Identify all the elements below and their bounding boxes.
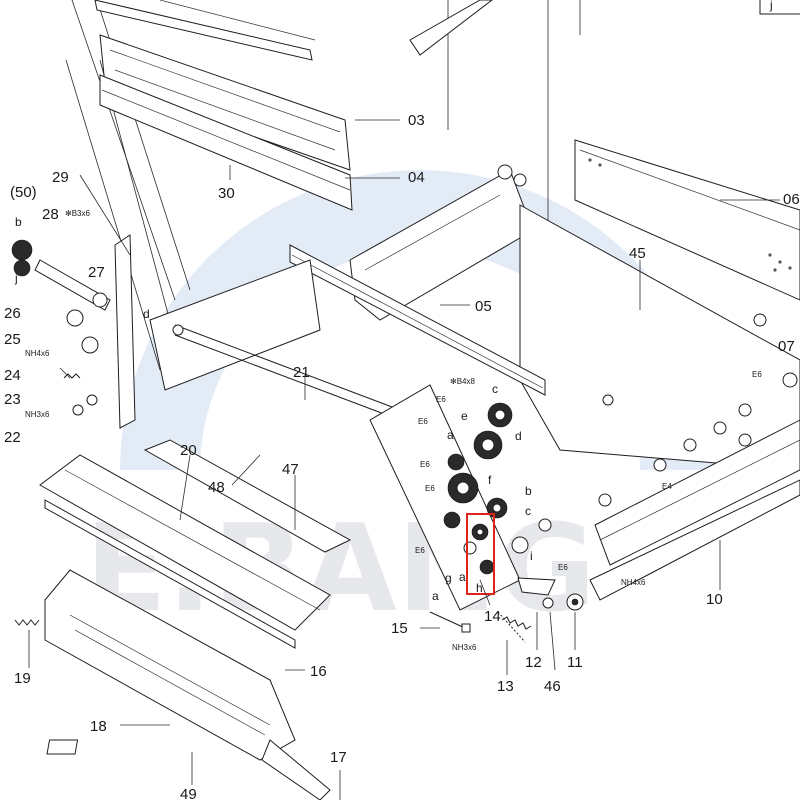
part-19-label: 19 [14,670,31,687]
rear-plate-06 [519,139,800,471]
springs-and-pins [14,611,532,633]
letter-a-low: a [459,570,466,584]
e-ring-e6-b: E6 [418,417,428,426]
gear-train [369,384,529,611]
top-rail-03-area [94,0,493,171]
screw-callouts: ✻B3x6 ✻B4x8 NH4x6 NH3x6 NH3x6 NH4x6 [25,209,646,652]
part-05-label: 05 [475,298,492,315]
part-18-label: 18 [90,718,107,735]
part-49-label: 49 [180,786,197,800]
e-ring-e6-d: E6 [425,484,435,493]
part-15-label: 15 [391,620,408,637]
part-47-label: 47 [282,461,299,478]
label-plate-49 [46,739,79,755]
part-23-label: 23 [4,391,21,408]
highlight-box [466,513,495,595]
letter-e: e [461,409,468,423]
screw-nh3x6-left: NH3x6 [25,410,50,419]
part-45-label: 45 [629,245,646,262]
part-29-label: 29 [52,169,69,186]
part-26-label: 26 [4,305,21,322]
part-number-labels: 03 04 05 06 07 10 11 12 13 14 15 16 17 1… [4,112,800,800]
part-48-label: 48 [208,479,225,496]
e-ring-callouts: E6 E6 E6 E6 E6 E6 E4 E6 [415,370,762,572]
part-12-label: 12 [525,654,542,671]
part-24-label: 24 [4,367,21,384]
e-ring-e6-e: E6 [415,546,425,555]
left-gear-stack [11,239,111,416]
letter-j-left: j [14,271,18,285]
letter-c-top: c [492,382,498,396]
screw-nh4x6-right: NH4x6 [621,578,646,587]
e-ring-e4: E4 [662,482,672,491]
e-ring-e6-a: E6 [436,395,446,404]
part-10-label: 10 [706,591,723,608]
j-box-frame [759,0,800,15]
letter-f: f [488,473,492,487]
letter-d-mid: d [515,429,522,443]
letter-callouts: j b j d c e a d f b c i g a h a [14,0,773,603]
part-25-label: 25 [4,331,21,348]
e-ring-e6-right: E6 [558,563,568,572]
screw-nh3x6-bottom: NH3x6 [452,643,477,652]
part-17-label: 17 [330,749,347,766]
letter-a-mid: a [447,428,454,442]
letter-b-left: b [15,215,22,229]
shaft-parts-right [497,577,584,643]
e-ring-e6-f: E6 [752,370,762,379]
letter-h: h [476,581,483,595]
screw-nh4x6-left: NH4x6 [25,349,50,358]
part-04-label: 04 [408,169,425,186]
part-11-label: 11 [567,654,583,671]
part-30-label: 30 [218,185,235,202]
back-side-plate [349,164,527,321]
leader-lines-top-left [65,0,581,420]
left-frame [114,234,401,429]
part-06-label: 06 [783,191,800,208]
part-22-label: 22 [4,429,21,446]
letter-b-mid: b [525,484,532,498]
callout-leaders [28,119,780,800]
rail-04 [99,74,353,211]
letter-c-mid: c [525,504,531,518]
screw-b3x6: ✻B3x6 [65,209,90,218]
part-13-label: 13 [497,678,514,695]
part-16-label: 16 [310,663,327,680]
part-46-label: 46 [544,678,561,695]
screw-b4x8: ✻B4x8 [450,377,475,386]
letter-d-left: d [143,307,150,321]
roller-assembly [538,313,800,601]
letter-a-bottom: a [432,589,439,603]
part-07-label: 07 [778,338,795,355]
front-cover-18 [44,569,331,800]
part-28-label: 28 [42,206,59,223]
part-50-label: (50) [10,184,37,201]
part-21-label: 21 [293,364,310,381]
letter-j-box: j [769,0,773,12]
part-03-label: 03 [408,112,425,129]
letter-i: i [530,549,533,563]
letter-g: g [445,571,452,585]
part-27-label: 27 [88,264,105,281]
part-20-label: 20 [180,442,197,459]
lower-tray-20 [39,439,352,649]
e-ring-e6-c: E6 [420,460,430,469]
part-14-label: 14 [484,608,501,625]
rail-05 [289,244,546,396]
